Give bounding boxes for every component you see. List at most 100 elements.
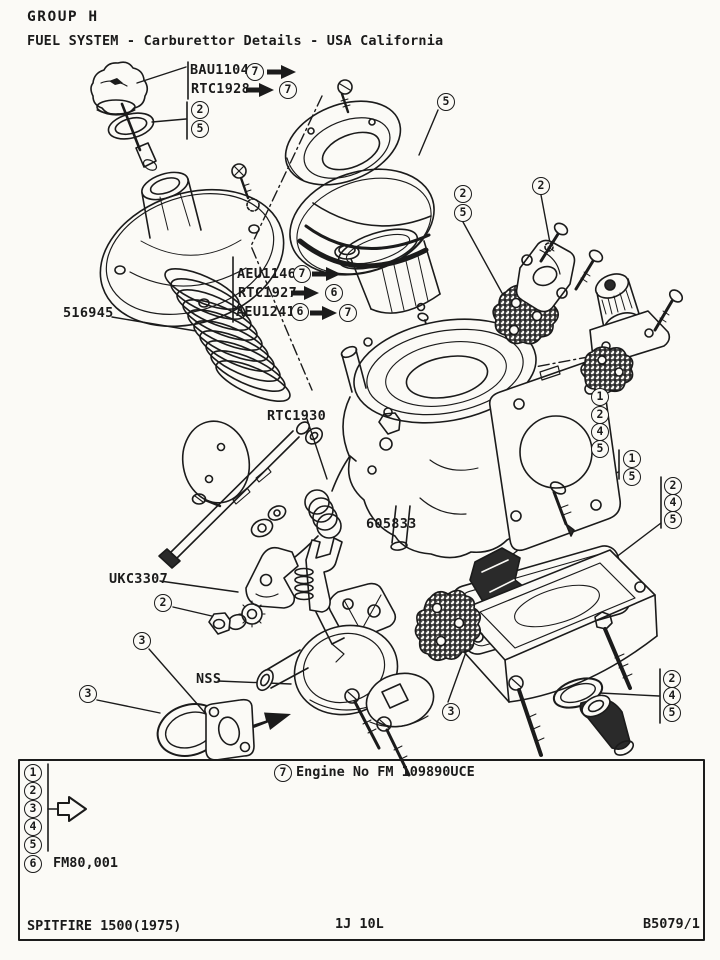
callout-number: 2	[196, 102, 204, 117]
callout-number: 6	[330, 285, 338, 300]
part-number-label: BAU1104	[190, 62, 249, 78]
page-title: FUEL SYSTEM - Carburettor Details - USA …	[27, 33, 444, 49]
legend-key-number: 1	[29, 765, 37, 780]
insulator-plate	[488, 359, 622, 552]
callout-circle: 6	[291, 303, 309, 321]
callout-number: 7	[251, 64, 259, 79]
callout-circle: 2	[454, 185, 472, 203]
bypass-screws	[344, 688, 411, 777]
callout-circle: 3	[442, 703, 460, 721]
callout-circle: 7	[339, 304, 357, 322]
callout-number: 3	[84, 686, 92, 701]
callout-circle: 4	[591, 423, 609, 441]
footer-model: SPITFIRE 1500(1975)	[27, 918, 182, 934]
part-number-label: RTC1928	[191, 81, 250, 97]
legend-key-circle: 3	[24, 800, 42, 818]
callout-circle: 5	[454, 204, 472, 222]
water-valve-body	[515, 239, 576, 313]
callout-circle: 5	[191, 120, 209, 138]
lever-washers	[250, 505, 287, 538]
lever-spring	[294, 567, 314, 601]
callout-number: 5	[668, 705, 676, 720]
dome-cover	[289, 168, 435, 276]
callout-circle: 7	[279, 81, 297, 99]
disc-screw	[191, 493, 222, 508]
callout-circle: 2	[191, 101, 209, 119]
legend-key-number: 3	[29, 801, 37, 816]
callout-circle: 5	[437, 93, 455, 111]
callout-number: 5	[628, 469, 636, 484]
legend-key-number: 6	[29, 856, 37, 871]
callout-circle: 5	[664, 511, 682, 529]
footer-code: 1J 10L	[335, 916, 384, 932]
callout-number: 5	[459, 205, 467, 220]
callout-circle: 3	[79, 685, 97, 703]
part-number-label: RTC1927	[238, 285, 297, 301]
callout-number: 5	[196, 121, 204, 136]
valve-bolts	[539, 222, 604, 291]
callout-circle: 5	[623, 468, 641, 486]
legend-key-circle: 2	[24, 782, 42, 800]
callout-circle: 5	[663, 704, 681, 722]
bowl-bolts	[508, 611, 633, 757]
callout-number: 6	[296, 304, 304, 319]
callout-circle: 1	[591, 388, 609, 406]
damper-rod	[120, 102, 158, 171]
callout-circle: 7	[246, 63, 264, 81]
callout-number: 2	[159, 595, 167, 610]
piston-spring	[164, 268, 291, 402]
callout-number: 2	[668, 671, 676, 686]
engine-note: Engine No FM 109890UCE	[296, 764, 475, 780]
cover-screw	[337, 79, 353, 114]
footer-ref: B5079/1	[643, 916, 700, 932]
legend-key-circle: 7	[274, 764, 292, 782]
legend-open-arrow	[57, 796, 87, 822]
jet-cup	[579, 694, 635, 756]
callout-circle: 7	[293, 265, 311, 283]
callout-number: 1	[596, 389, 604, 404]
group-title: GROUP H	[27, 9, 99, 25]
adapter-ring	[284, 100, 402, 186]
carburettor-body	[340, 318, 542, 559]
part-number-label: 516945	[63, 305, 114, 321]
cam-lever	[245, 546, 299, 609]
choke-gasket	[580, 346, 634, 395]
callout-number: 2	[669, 478, 677, 493]
legend-key-circle: 1	[24, 764, 42, 782]
bypass-valve	[256, 582, 435, 728]
callout-number: 5	[596, 441, 604, 456]
throttle-spindle	[158, 421, 324, 569]
legend-key-circle: 6	[24, 855, 42, 873]
callout-number: 3	[138, 633, 146, 648]
callout-circle: 2	[154, 594, 172, 612]
legend-box-frame	[18, 759, 705, 941]
callout-number: 5	[669, 512, 677, 527]
part-number-label: NSS	[196, 671, 222, 687]
callout-number: 2	[596, 407, 604, 422]
spindle-nut-washers	[208, 600, 266, 635]
callout-circle: 1	[623, 450, 641, 468]
piston-assembly	[337, 228, 441, 314]
chamber-screw	[231, 163, 260, 212]
bypass-gasket	[414, 589, 482, 662]
part-number-label: RTC1930	[267, 408, 326, 424]
throttle-disc	[181, 420, 251, 504]
callout-number: 3	[447, 704, 455, 719]
legend-key-circle: 5	[24, 836, 42, 854]
legend-key-circle: 4	[24, 818, 42, 836]
callout-number: 2	[537, 178, 545, 193]
flange-gasket	[204, 698, 255, 761]
part-number-label: UKC3307	[109, 571, 168, 587]
legend-key-number: 2	[29, 783, 37, 798]
callout-number: 7	[284, 82, 292, 97]
callout-circle: 5	[591, 440, 609, 458]
legend-key-number: 4	[29, 819, 37, 834]
part-number-label: 605833	[366, 516, 417, 532]
callout-circle: 4	[664, 494, 682, 512]
callout-number: 1	[628, 451, 636, 466]
callout-number: 4	[668, 688, 676, 703]
legend-key-number: 7	[279, 765, 287, 780]
fm-note: FM80,001	[53, 855, 119, 871]
